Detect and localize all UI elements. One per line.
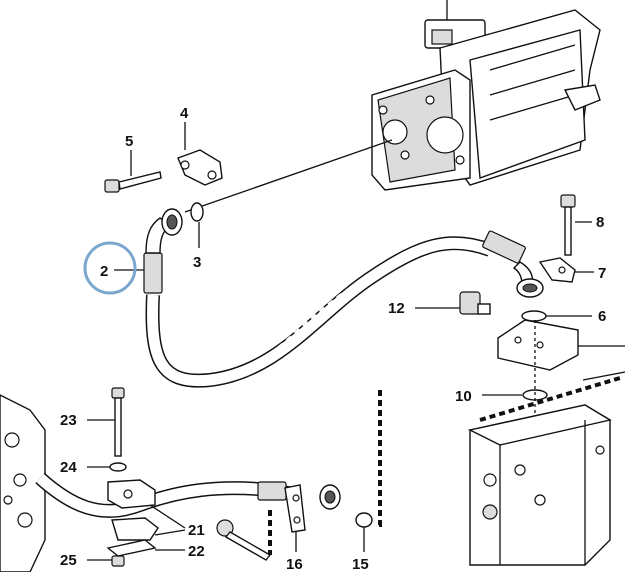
callout-8: 8 bbox=[596, 214, 604, 231]
callout-10: 10 bbox=[455, 388, 472, 405]
clamp-21 bbox=[107, 479, 186, 541]
control-valve bbox=[467, 371, 626, 566]
flange-clamp-4 bbox=[177, 122, 223, 186]
o-ring-3 bbox=[190, 202, 204, 222]
dashed-routing-line-upper bbox=[479, 376, 621, 422]
bolt-23 bbox=[87, 387, 125, 457]
bolt-lower bbox=[216, 519, 272, 561]
callout-16: 16 bbox=[286, 556, 303, 572]
callout-5: 5 bbox=[125, 133, 133, 150]
adapter-block bbox=[497, 319, 625, 371]
o-ring-15 bbox=[355, 512, 373, 528]
callout-2: 2 bbox=[100, 263, 108, 280]
callout-25: 25 bbox=[60, 552, 77, 569]
washer-24 bbox=[109, 462, 127, 472]
hose-ferrule-right bbox=[482, 230, 526, 264]
callout-3: 3 bbox=[193, 254, 201, 271]
bolt-8 bbox=[560, 194, 592, 256]
lower-ferrule bbox=[257, 481, 287, 501]
test-nipple-12 bbox=[415, 291, 491, 315]
callout-6: 6 bbox=[598, 308, 606, 325]
dashed-routing-line bbox=[375, 390, 382, 527]
hose-assembly bbox=[143, 208, 544, 388]
hydraulic-motor bbox=[0, 394, 46, 572]
bolt-5 bbox=[104, 150, 162, 193]
callout-4: 4 bbox=[180, 105, 189, 122]
callout-7: 7 bbox=[598, 265, 606, 282]
pump-leader-line bbox=[184, 139, 393, 213]
o-ring-fitting bbox=[319, 484, 341, 510]
highlight-ring bbox=[83, 241, 137, 295]
callout-12: 12 bbox=[388, 300, 405, 317]
callout-24: 24 bbox=[60, 459, 77, 476]
nut-25 bbox=[87, 555, 125, 567]
clamp-16 bbox=[284, 484, 306, 552]
callout-15: 15 bbox=[352, 556, 369, 572]
hydraulic-pump bbox=[371, 0, 601, 191]
hose-ferrule-left bbox=[143, 252, 163, 294]
clamp-7 bbox=[538, 257, 594, 283]
callout-22: 22 bbox=[188, 543, 205, 560]
plate-22 bbox=[106, 539, 185, 557]
callout-21: 21 bbox=[188, 522, 205, 539]
callout-23: 23 bbox=[60, 412, 77, 429]
